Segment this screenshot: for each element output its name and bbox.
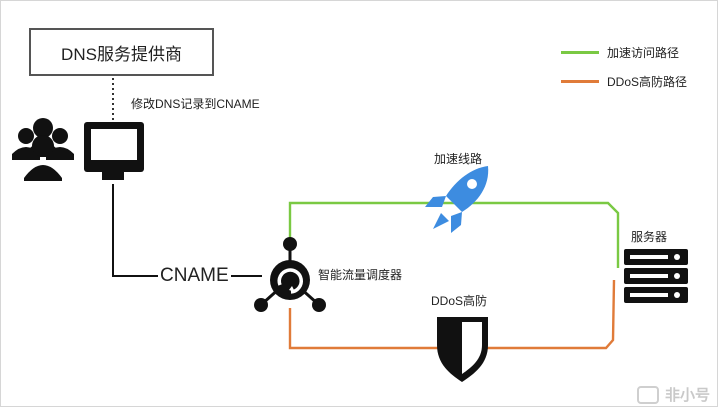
legend-accel-swatch <box>561 51 599 54</box>
cname-label: CNAME <box>158 265 231 287</box>
watermark-text: 非小号 <box>664 387 710 404</box>
legend-ddos-swatch <box>561 80 599 83</box>
server-icon <box>624 249 688 303</box>
dns-provider-label: DNS服务提供商 <box>61 44 182 64</box>
users-icon <box>12 118 74 181</box>
ddos-label: DDoS高防 <box>431 294 488 308</box>
accel-path-line <box>288 201 620 268</box>
ddos-path-line <box>288 279 616 350</box>
legend-ddos: DDoS高防路径 <box>561 73 687 90</box>
legend-ddos-label: DDoS高防路径 <box>607 75 688 89</box>
scheduler-icon <box>254 237 326 312</box>
legend-accel-label: 加速访问路径 <box>607 46 680 60</box>
shield-icon <box>437 317 488 382</box>
accel-line-label: 加速线路 <box>434 152 483 166</box>
rocket-icon <box>425 166 489 233</box>
watermark-logo-icon <box>636 385 659 404</box>
legend-accel: 加速访问路径 <box>561 44 679 61</box>
watermark: 非小号 <box>636 384 710 405</box>
scheduler-label: 智能流量调度器 <box>318 268 403 282</box>
modify-dns-label: 修改DNS记录到CNAME <box>131 97 260 111</box>
monitor-icon <box>84 122 144 180</box>
server-label: 服务器 <box>631 230 668 244</box>
cname-connector <box>112 184 262 277</box>
dns-provider-box: DNS服务提供商 <box>29 28 214 76</box>
